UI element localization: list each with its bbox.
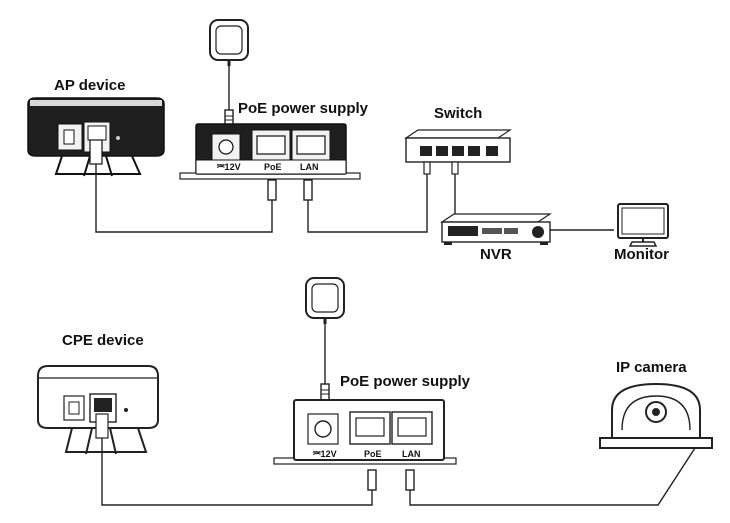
poe-power-supply-bottom-icon (273, 399, 457, 491)
nvr-icon (440, 213, 552, 245)
switch-label: Switch (434, 105, 483, 122)
power-adapter-bottom-icon (305, 277, 345, 401)
port-poe-bottom-label: PoE (364, 449, 382, 459)
wire-poe-lan-to-switch (307, 174, 428, 233)
port-12v-top-label: ⎃12V (217, 162, 241, 172)
cpe-device-icon (37, 365, 159, 455)
wire-cpe-to-poe (101, 438, 373, 506)
port-lan-top-label: LAN (300, 162, 319, 172)
poe-power-supply-top-label: PoE power supply (238, 100, 369, 117)
switch-icon (404, 129, 512, 175)
port-12v-bottom-label: ⎃12V (313, 449, 337, 459)
wire-ap-to-poe (95, 164, 273, 233)
ap-device-label: AP device (54, 77, 126, 94)
monitor-label: Monitor (614, 246, 669, 263)
ip-camera-label: IP camera (616, 359, 687, 376)
wire-poe-lan-to-camera (409, 447, 696, 506)
port-lan-bottom-label: LAN (402, 449, 421, 459)
ip-camera-icon (599, 382, 713, 449)
poe-power-supply-top-icon (179, 123, 361, 201)
ap-device-icon (27, 97, 165, 177)
power-adapter-icon (209, 19, 249, 127)
poe-power-supply-bottom-label: PoE power supply (340, 373, 471, 390)
nvr-label: NVR (480, 246, 512, 263)
cpe-device-label: CPE device (62, 332, 144, 349)
port-poe-top-label: PoE (264, 162, 282, 172)
monitor-icon (617, 203, 669, 247)
